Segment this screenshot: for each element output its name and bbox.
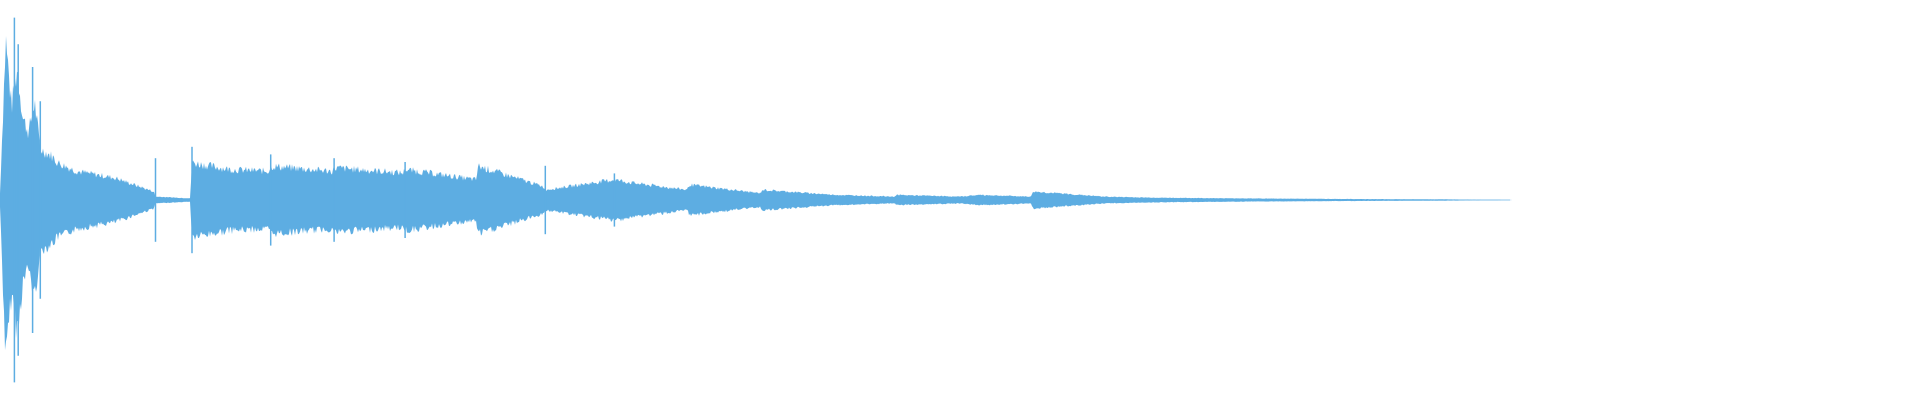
waveform-body <box>0 36 1920 351</box>
waveform-transient-spikes <box>13 17 616 383</box>
